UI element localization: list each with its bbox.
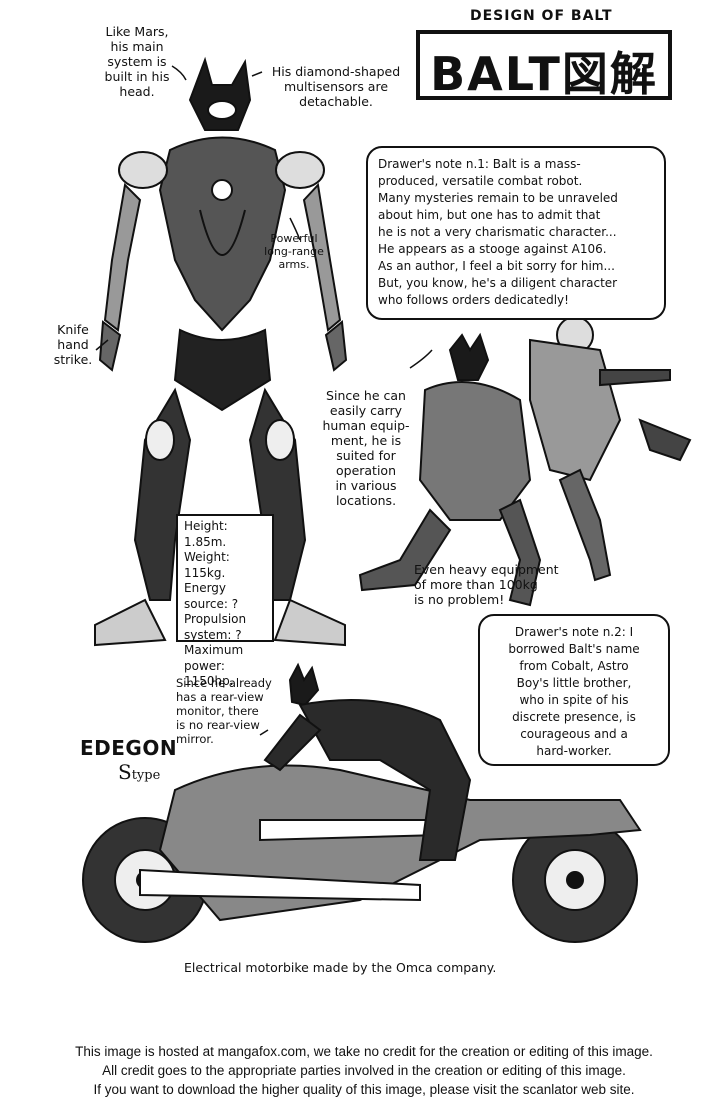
annotation-line: is no problem! — [414, 592, 505, 607]
note-line: from Cobalt, Astro — [519, 659, 629, 673]
annotation-line: detachable. — [299, 94, 373, 109]
note-line: Drawer's note n.1: Balt is a mass- — [378, 157, 581, 171]
note-line: Drawer's note n.2: I — [514, 625, 634, 639]
annotation-arms: Powerful long-range arms. — [262, 232, 326, 271]
spec-line: power: 1150hp. — [184, 658, 234, 689]
annotation-line: multisensors are — [283, 79, 389, 94]
spec-line: Energy — [184, 581, 227, 595]
annotation-line: locations. — [335, 493, 397, 508]
footer-line: If you want to download the higher quali… — [93, 1082, 635, 1097]
annotation-heavy: Even heavy equipment of more than 100kg … — [414, 562, 584, 607]
annotation-line: His diamond-shaped — [271, 64, 401, 79]
note-line: But, you know, he's a diligent character — [378, 276, 618, 290]
footer-line: All credit goes to the appropriate parti… — [102, 1063, 626, 1078]
note-line: courageous and a — [520, 727, 628, 741]
annotation-line: easily carry — [329, 403, 403, 418]
annotation-equipment: Since he can easily carry human equip- m… — [318, 388, 414, 508]
annotation-line: head. — [119, 84, 155, 99]
note-line: He appears as a stooge against A106. — [378, 242, 607, 256]
annotation-sensors: His diamond-shaped multisensors are deta… — [268, 64, 404, 109]
annotation-main-system: Like Mars, his main system is built in h… — [96, 24, 178, 99]
footer-line: This image is hosted at mangafox.com, we… — [75, 1044, 653, 1059]
annotation-line: Even heavy equipment — [414, 562, 559, 577]
bike-caption: Electrical motorbike made by the Omca co… — [184, 960, 497, 975]
note-line: Many mysteries remain to be unraveled — [378, 191, 618, 205]
annotation-line: long-range — [264, 245, 324, 258]
spec-line: Weight: 115kg. — [184, 550, 230, 580]
annotation-line: in various — [335, 478, 397, 493]
note-line: about him, but one has to admit that — [378, 208, 601, 222]
page-title: BALT図解 — [430, 47, 658, 101]
edegon-motorbike — [82, 662, 642, 943]
bike-type-rest: type — [131, 768, 161, 783]
annotation-line: his main — [110, 39, 164, 54]
note-line: who in spite of his — [519, 693, 629, 707]
annotation-line: of more than 100kg — [414, 577, 538, 592]
annotation-line: human equip- — [322, 418, 410, 433]
annotation-line: ment, he is — [330, 433, 402, 448]
drawers-note-1: Drawer's note n.1: Balt is a mass- produ… — [366, 146, 666, 320]
note-line: As an author, I feel a bit sorry for him… — [378, 259, 615, 273]
annotation-line: strike. — [53, 352, 93, 367]
note-line: produced, versatile combat robot. — [378, 174, 583, 188]
pointer-arrows — [95, 65, 433, 736]
spec-line: Maximum — [184, 643, 244, 657]
bike-name: EDEGON — [80, 736, 178, 760]
annotation-line: arms. — [278, 258, 310, 271]
annotation-line: Like Mars, — [105, 24, 169, 39]
balt-soldier-figures — [358, 316, 692, 607]
bike-type: Stype — [118, 760, 160, 784]
note-line: hard-worker. — [536, 744, 612, 758]
balt-robot-figure — [94, 56, 348, 647]
annotation-knife: Knife hand strike. — [48, 322, 98, 367]
design-of-heading: DESIGN OF BALT — [470, 8, 613, 24]
annotation-line: hand — [57, 337, 89, 352]
annotation-line: mirror. — [176, 732, 214, 746]
annotation-line: Powerful — [270, 232, 318, 245]
note-line: borrowed Balt's name — [508, 642, 640, 656]
note-line: he is not a very charismatic character..… — [378, 225, 617, 239]
annotation-line: system is — [107, 54, 167, 69]
annotation-line: monitor, there — [176, 704, 259, 718]
annotation-line: is no rear-view — [176, 718, 260, 732]
spec-line: system: ? — [184, 627, 242, 642]
drawers-note-2: Drawer's note n.2: I borrowed Balt's nam… — [478, 614, 670, 766]
bike-type-letter: S — [118, 760, 132, 784]
note-line: Boy's little brother, — [516, 676, 632, 690]
annotation-line: suited for — [336, 448, 396, 463]
note-line: discrete presence, is — [512, 710, 636, 724]
note-line: who follows orders dedicatedly! — [378, 293, 569, 307]
annotation-mirror: Since he already has a rear-view monitor… — [176, 676, 286, 746]
annotation-line: operation — [335, 463, 397, 478]
annotation-line: Since he already — [176, 676, 272, 690]
annotation-line: Knife — [57, 322, 89, 337]
annotation-line: built in his — [104, 69, 170, 84]
hosting-footer: This image is hosted at mangafox.com, we… — [0, 1042, 728, 1099]
annotation-line: Since he can — [326, 388, 406, 403]
spec-line: Propulsion — [184, 612, 247, 626]
title-box: BALT図解 — [416, 30, 672, 101]
spec-line: Height: 1.85m. — [184, 519, 228, 549]
spec-line: source: ? — [184, 596, 239, 611]
spec-box: Height: 1.85m. Weight: 115kg. Energy sou… — [176, 514, 274, 688]
annotation-line: has a rear-view — [176, 690, 264, 704]
